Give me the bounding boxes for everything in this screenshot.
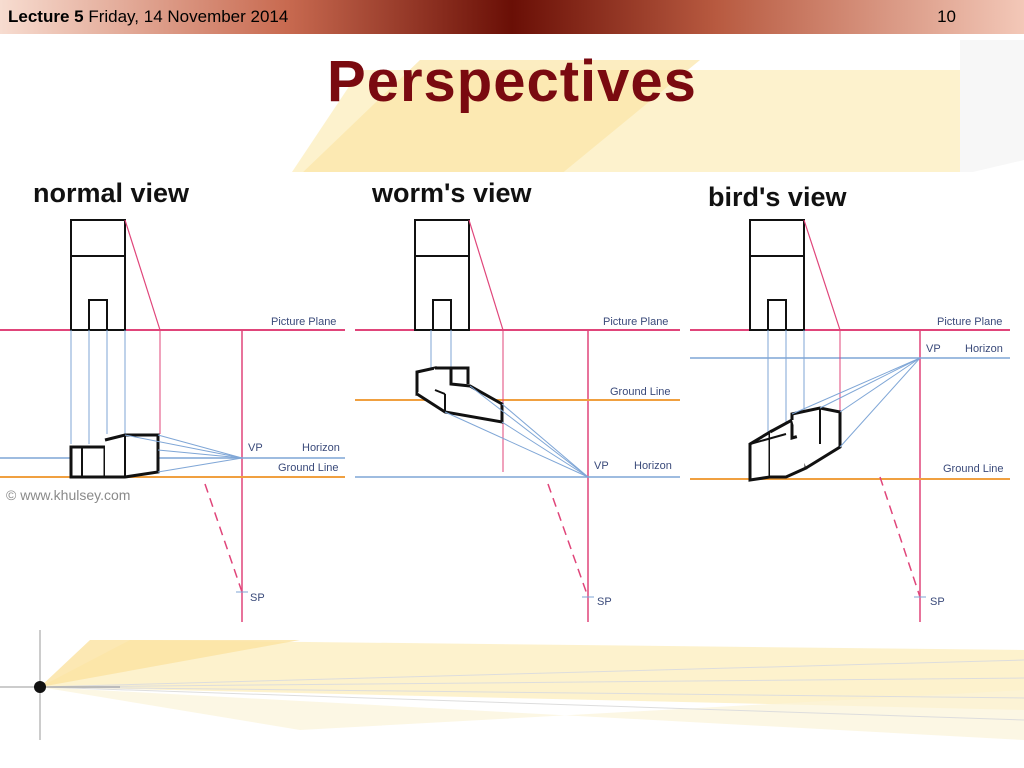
label-picture-plane-1: Picture Plane bbox=[271, 316, 337, 328]
label-vp-3: VP bbox=[926, 343, 941, 355]
bottom-decoration bbox=[0, 630, 1024, 740]
label-sp-1: SP bbox=[250, 592, 265, 604]
panel-normal-view bbox=[0, 219, 345, 622]
label-horizon-1: Horizon bbox=[302, 442, 340, 454]
view-title-worms: worm's view bbox=[372, 178, 532, 208]
label-picture-plane-2: Picture Plane bbox=[603, 316, 669, 328]
label-ground-line-3: Ground Line bbox=[943, 463, 1004, 475]
header-info: Lecture 5 Friday, 14 November 2014 bbox=[8, 7, 288, 27]
header-bar: Lecture 5 Friday, 14 November 2014 10 bbox=[0, 0, 1024, 34]
label-ground-line-1: Ground Line bbox=[278, 462, 339, 474]
slide-title: Perspectives bbox=[327, 49, 697, 114]
panel-birds-view bbox=[690, 219, 1010, 622]
lecture-label: Lecture 5 bbox=[8, 7, 84, 26]
page-number: 10 bbox=[937, 7, 956, 26]
label-ground-line-2: Ground Line bbox=[610, 386, 671, 398]
view-title-normal: normal view bbox=[33, 178, 190, 208]
label-horizon-2: Horizon bbox=[634, 460, 672, 472]
label-sp-2: SP bbox=[597, 596, 612, 608]
label-horizon-3: Horizon bbox=[965, 343, 1003, 355]
perspective-diagram bbox=[0, 172, 1024, 632]
copyright-text: © www.khulsey.com bbox=[6, 487, 131, 503]
label-vp-2: VP bbox=[594, 460, 609, 472]
label-picture-plane-3: Picture Plane bbox=[937, 316, 1003, 328]
vanishing-point-dot bbox=[34, 681, 46, 693]
label-vp-1: VP bbox=[248, 442, 263, 454]
label-sp-3: SP bbox=[930, 596, 945, 608]
lecture-date: Friday, 14 November 2014 bbox=[88, 7, 289, 26]
panel-worms-view bbox=[355, 219, 680, 622]
view-title-birds: bird's view bbox=[708, 182, 847, 212]
